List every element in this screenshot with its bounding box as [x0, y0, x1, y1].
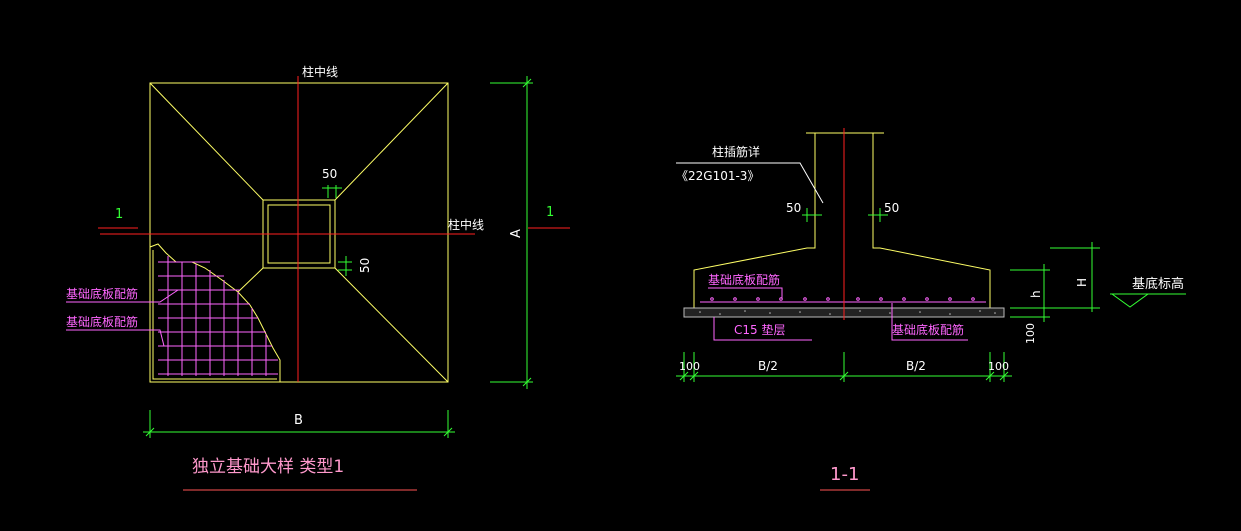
section-dim-50-right-label: 50 [884, 201, 899, 215]
dim-arrow [679, 371, 689, 381]
plan-rebar-label-2: 基础底板配筋 [66, 314, 138, 329]
section-mark-left: 1 [115, 207, 123, 222]
plan-view: 柱中线 柱中线 1 1 50 50 基础底板配筋 基础底板配筋 B [66, 64, 570, 491]
dim-arrow [443, 427, 453, 437]
plan-dim-50-top [322, 185, 342, 198]
section-dim-50-right [868, 208, 888, 222]
section-column-note-leader [676, 162, 824, 204]
dim-arrow [999, 371, 1009, 381]
section-dim-100-left-label: 100 [679, 360, 700, 373]
plan-title: 独立基础大样 类型1 [192, 457, 344, 477]
elevation-symbol [1110, 293, 1186, 308]
plan-dim-A-label: A [509, 229, 524, 238]
plan-dim-50-right [338, 256, 352, 276]
section-dim-100-right-label: 100 [988, 360, 1009, 373]
dim-arrow [522, 377, 532, 387]
dim-arrow [145, 427, 155, 437]
section-rebar-leader-bottom [891, 303, 968, 341]
slope-line-br [334, 267, 449, 383]
footing-outline [149, 82, 449, 383]
section-title: 1-1 [830, 464, 859, 485]
section-mark-right: 1 [546, 205, 554, 220]
plan-centerline-label-top: 柱中线 [302, 64, 338, 79]
dim-arrow [985, 371, 995, 381]
plan-rebar-leader-1 [66, 289, 179, 303]
section-dim-50-left-label: 50 [786, 201, 801, 215]
section-dim-horizontal [676, 352, 1012, 382]
plan-rebar-label-1: 基础底板配筋 [66, 286, 138, 301]
slope-line-tr [334, 82, 449, 201]
plan-dim-50-top-label: 50 [322, 167, 337, 181]
section-elevation-label: 基底标高 [1132, 276, 1184, 292]
section-dim-vertical [1010, 242, 1100, 322]
dim-arrow [522, 78, 532, 88]
cushion-hatch [699, 310, 996, 315]
section-dim-50-left [802, 208, 822, 222]
plan-dim-A [490, 76, 533, 389]
section-rebar-label-bottom: 基础底板配筋 [892, 322, 964, 337]
plan-dim-B-label: B [294, 413, 303, 428]
dim-arrow [689, 371, 699, 381]
section-dim-H-label: H [1075, 278, 1089, 287]
rebar-grid [149, 243, 281, 382]
section-rebar-label-top: 基础底板配筋 [708, 272, 780, 287]
dim-arrow [839, 371, 849, 381]
section-cushion-leader [713, 317, 812, 341]
plan-dim-50-right-label: 50 [358, 258, 372, 273]
section-view: 柱插筋详 《22G101-3》 50 50 基础底板配筋 C15 垫层 基础底板… [676, 128, 1186, 491]
section-dim-h-label: h [1029, 290, 1043, 298]
slope-line-tl [149, 82, 264, 201]
plan-dim-B [143, 410, 455, 438]
plan-rebar-leader-2 [66, 329, 165, 347]
elevation-triangle [1110, 293, 1150, 308]
cutaway-edge [149, 243, 281, 382]
section-cushion-label: C15 垫层 [734, 322, 785, 337]
section-rebar-leader-top [708, 287, 783, 299]
slope-line-bl [237, 267, 264, 293]
section-column-note-2: 《22G101-3》 [676, 169, 759, 183]
plan-centerline-label-right: 柱中线 [448, 217, 484, 232]
section-column-note-1: 柱插筋详 [712, 144, 760, 159]
cutaway-boundary [152, 250, 277, 380]
section-rebar-dots [710, 297, 975, 301]
section-dim-B2-right-label: B/2 [906, 359, 926, 373]
section-dim-B2-left-label: B/2 [758, 359, 778, 373]
section-dim-100-vertical-label: 100 [1024, 323, 1037, 344]
